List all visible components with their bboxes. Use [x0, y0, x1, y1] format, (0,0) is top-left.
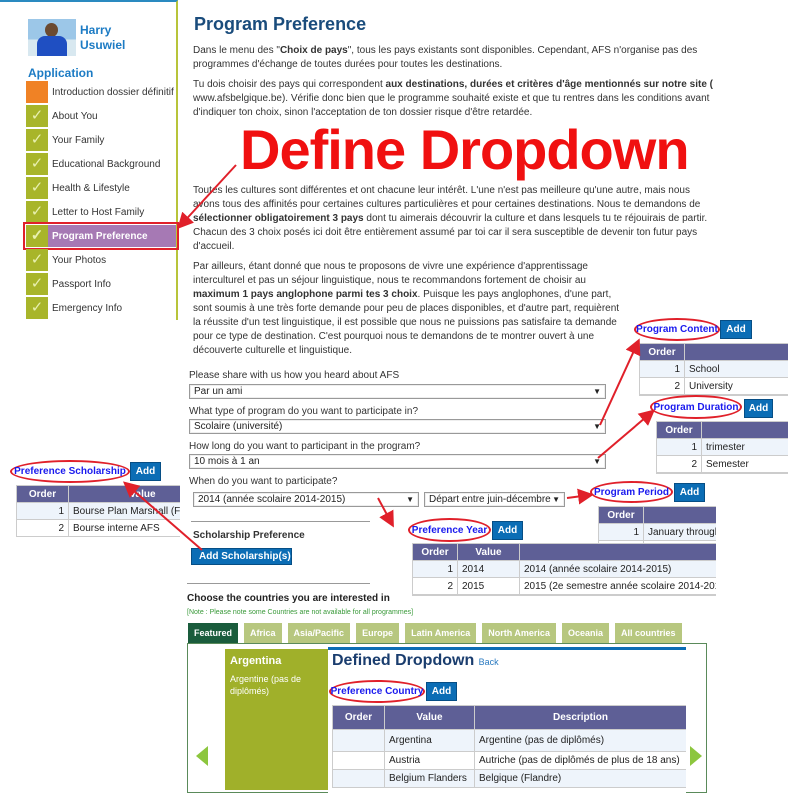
arrow-to-program-content: [600, 342, 638, 425]
arrow-to-program-period: [567, 495, 590, 498]
arrow-to-preference-scholarship: [126, 484, 202, 550]
arrow-to-sidebar: [180, 165, 236, 226]
arrow-to-preference-year: [378, 498, 392, 524]
arrow-to-program-duration: [598, 412, 652, 458]
